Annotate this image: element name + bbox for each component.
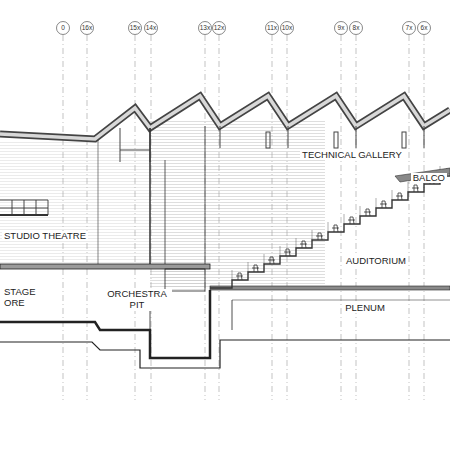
grid-line (424, 35, 425, 400)
grid-line (135, 35, 136, 400)
grid-bubble (281, 22, 294, 35)
rail (312, 230, 313, 240)
railing (0, 200, 48, 215)
seat (332, 225, 339, 232)
roof (0, 96, 450, 139)
grid-number: 6x (417, 24, 431, 31)
roof-hangers (120, 126, 424, 162)
grid-number: 16x (80, 24, 94, 31)
auditorium-seating (210, 166, 450, 288)
grid-bubbles (57, 22, 431, 35)
seat (284, 249, 291, 256)
room-name: AUDITORIUM (344, 256, 408, 267)
grid-line (356, 35, 357, 400)
rail (392, 190, 393, 200)
seat (380, 201, 387, 208)
grid-number: 14x (144, 24, 158, 31)
seat (316, 233, 323, 240)
seat (236, 273, 243, 280)
rail (328, 222, 329, 232)
grid-bubble (350, 22, 363, 35)
seat (252, 265, 259, 272)
grid-bubble (213, 22, 226, 35)
room-name: PLENUM (343, 303, 387, 314)
grid-line (409, 35, 410, 400)
grid-bubble (57, 22, 70, 35)
grid-lines (63, 35, 424, 400)
grid-bubble (129, 22, 142, 35)
seat (348, 217, 355, 224)
grid-number: 11x (265, 24, 279, 31)
seat (396, 193, 403, 200)
rail (232, 270, 233, 280)
rail (344, 214, 345, 224)
wall-texture (150, 120, 325, 288)
grid-bubble (418, 22, 431, 35)
grid-number: 10x (280, 24, 294, 31)
grid-line (287, 35, 288, 400)
rail (264, 254, 265, 264)
grid-number: 8x (349, 24, 363, 31)
room-name: ORCHESTRA PIT (102, 289, 172, 311)
grid-bubble (403, 22, 416, 35)
grid-bubble (199, 22, 212, 35)
grid-bubble (266, 22, 279, 35)
seat (412, 185, 419, 192)
grid-number: 12x (212, 24, 226, 31)
grid-bubble (81, 22, 94, 35)
grid-number: 15x (128, 24, 142, 31)
grid-number: 9x (334, 24, 348, 31)
grid-bubble (335, 22, 348, 35)
floors (0, 264, 450, 368)
grid-line (205, 35, 206, 400)
room-name: STAGE ORE (2, 287, 52, 309)
stepped-floor (210, 176, 450, 288)
grid-number: 0 (56, 24, 70, 31)
room-name: STUDIO THEATRE (2, 231, 88, 242)
walls (98, 126, 205, 268)
rail (408, 182, 409, 192)
grid-line (272, 35, 273, 400)
rail (376, 198, 377, 208)
rail (296, 238, 297, 248)
room-name: BALCO (411, 173, 447, 184)
grid-line (63, 35, 64, 400)
room-name: TECHNICAL GALLERY (300, 150, 404, 161)
grid-line (219, 35, 220, 400)
grid-line (341, 35, 342, 400)
grid-line (87, 35, 88, 400)
rail (248, 262, 249, 272)
rail (280, 246, 281, 256)
seat (268, 257, 275, 264)
wall-texture (0, 140, 150, 265)
seat (364, 209, 371, 216)
grid-number: 7x (402, 24, 416, 31)
rail (360, 206, 361, 216)
roof-core (0, 96, 450, 139)
seat (300, 241, 307, 248)
grid-number: 13x (198, 24, 212, 31)
grid-bubble (145, 22, 158, 35)
